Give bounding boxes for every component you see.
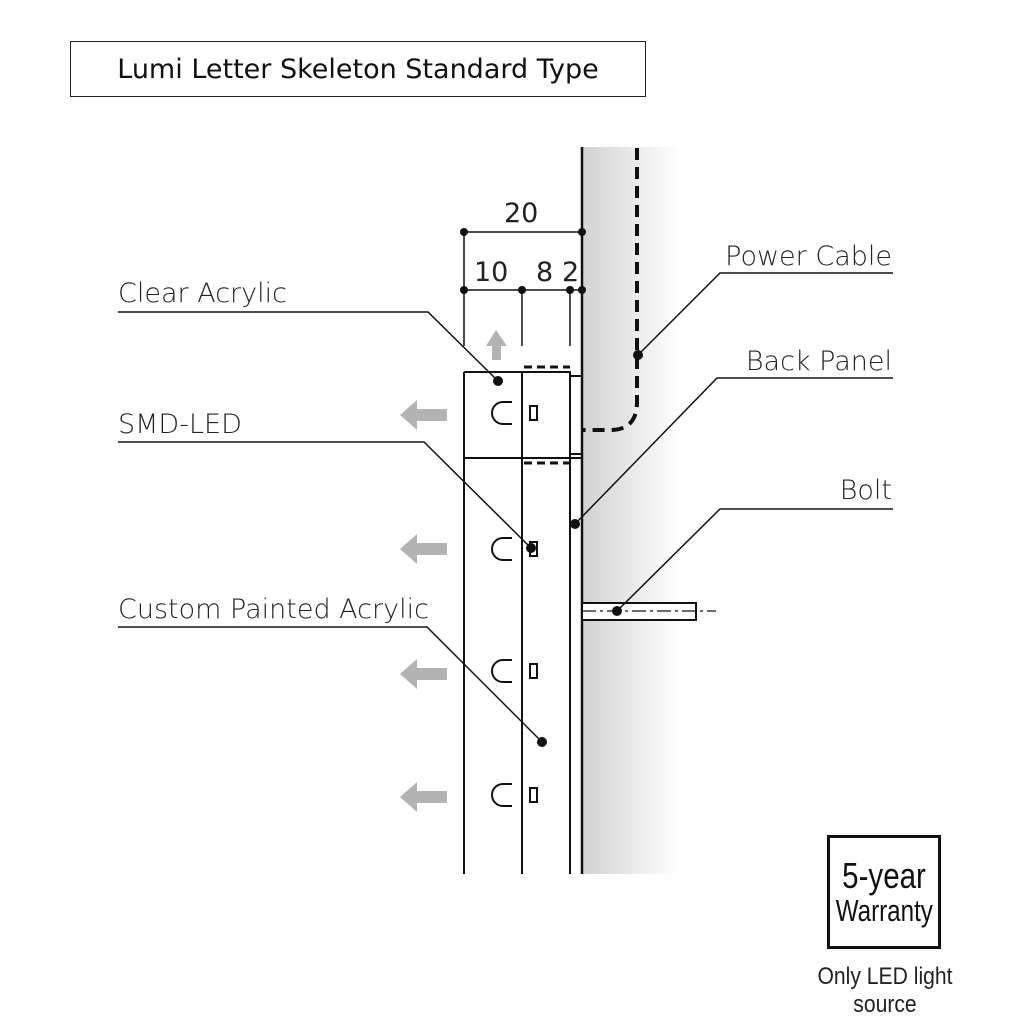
letter-structure <box>463 371 583 874</box>
light-arrows <box>400 330 507 812</box>
warranty-line2: Warranty <box>835 892 933 928</box>
dimension-8: 8 <box>536 257 553 288</box>
arrow-up-icon <box>486 330 507 360</box>
power-cable <box>582 148 639 432</box>
dimension-points <box>460 228 586 294</box>
leader-lines <box>118 272 893 743</box>
label-bolt: Bolt <box>840 475 892 506</box>
label-back-panel: Back Panel <box>746 346 892 377</box>
label-clear-acrylic: Clear Acrylic <box>118 278 287 309</box>
warranty-line1: 5-year <box>842 854 926 896</box>
leader-points <box>493 350 643 747</box>
arrow-left-icon <box>400 659 447 689</box>
arrow-left-icon <box>400 400 447 430</box>
warranty-badge: 5-year Warranty <box>827 835 941 949</box>
wall <box>582 147 680 874</box>
warranty-note: Only LED light source <box>817 963 953 1018</box>
diagram-title: Lumi Letter Skeleton Standard Type <box>70 41 646 97</box>
label-custom-painted-acrylic: Custom Painted Acrylic <box>118 594 429 625</box>
title-text: Lumi Letter Skeleton Standard Type <box>117 53 599 85</box>
label-power-cable: Power Cable <box>725 241 892 272</box>
dimension-10: 10 <box>474 257 508 288</box>
dimension-2: 2 <box>562 257 579 288</box>
arrow-left-icon <box>400 782 447 812</box>
label-smd-led: SMD-LED <box>118 409 242 440</box>
arrow-left-icon <box>400 534 447 564</box>
bolt <box>581 602 716 621</box>
dimension-total: 20 <box>504 198 538 229</box>
